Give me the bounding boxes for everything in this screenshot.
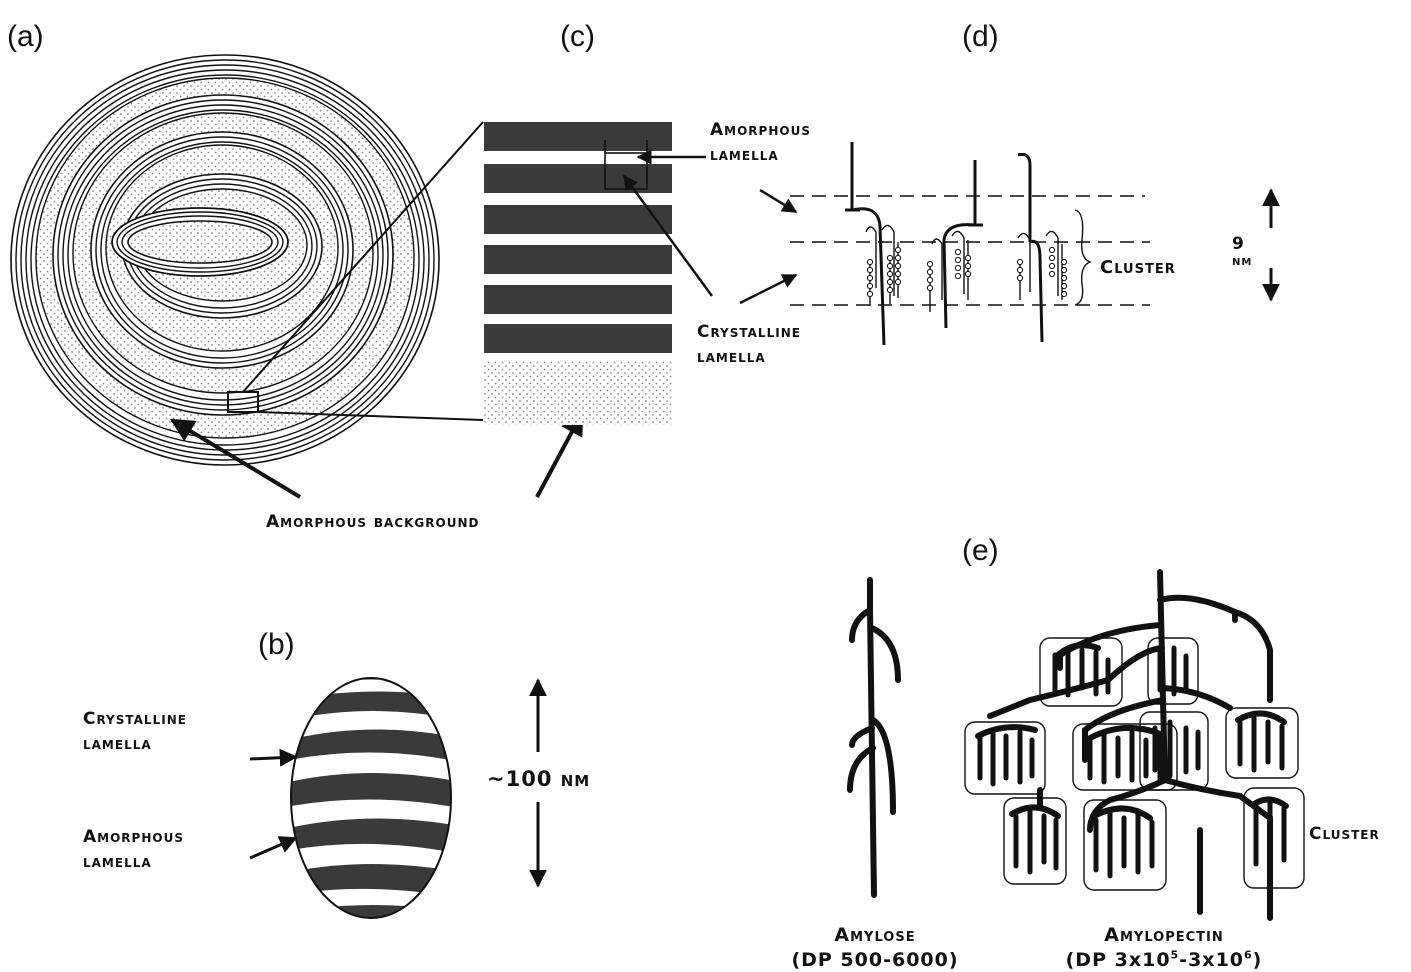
amylopectin-dp-prefix: (DP 3x10: [1065, 948, 1171, 971]
arrow-amorphous-lamella-d: [759, 188, 798, 214]
blocklet-grain: [290, 677, 452, 919]
amylose-chain: [847, 577, 901, 898]
amylose-label: Amylose (DP 500-6000): [772, 923, 978, 972]
amylopectin-dp-mid: -3x10: [1179, 948, 1245, 971]
repeat-distance-value: 9 nm: [1232, 234, 1253, 269]
crystalline-lamella-label-c: Crystalline lamella: [697, 320, 801, 369]
crystalline-lamella-label-c-line2: lamella: [697, 346, 766, 367]
amylopectin-label: Amylopectin (DP 3x105-3x106): [1040, 923, 1288, 972]
arrow-crystalline-lamella-d: [739, 273, 798, 305]
amorphous-lamella-label-b: Amorphous lamella: [83, 825, 184, 874]
amylopectin-dp-exp2: 6: [1244, 948, 1253, 962]
repeat-distance-number: 9: [1232, 234, 1245, 254]
repeat-distance-unit: nm: [1232, 252, 1253, 269]
amylose-name: Amylose: [834, 924, 916, 946]
amorphous-lamella-label-c-line2: lamella: [710, 144, 779, 165]
arrow-crystalline-lamella-c: [622, 174, 714, 297]
crystalline-lamella-label-b-line2: lamella: [83, 733, 152, 754]
amorphous-lamella-label-c: Amorphous lamella: [710, 118, 811, 167]
cluster-label-e: Cluster: [1309, 824, 1380, 844]
arrow-crystalline-lamella-b: [249, 748, 298, 767]
amorphous-background-label: Amorphous background: [266, 512, 480, 532]
amorphous-lamella-label-b-line1: Amorphous: [83, 827, 184, 847]
amylopectin-dp-suffix: ): [1252, 948, 1263, 971]
amylopectin-name: Amylopectin: [1104, 924, 1224, 946]
amylopectin-molecule: [964, 569, 1305, 921]
granule-cross-section: [10, 54, 484, 466]
panel-label-b: (b): [258, 628, 295, 661]
amylopectin-dp-exp1: 5: [1170, 948, 1180, 962]
amylose-dp: (DP 500-6000): [791, 948, 959, 971]
lamellae-stack: [484, 122, 672, 425]
panel-label-a: (a): [7, 20, 44, 53]
crystalline-lamella-label-b: Crystalline lamella: [83, 707, 187, 756]
amylopectin-dp: (DP 3x105-3x106): [1040, 948, 1288, 972]
panel-label-c: (c): [560, 20, 595, 53]
arrow-amorphous-background-right: [535, 410, 584, 498]
amorphous-lamella-label-b-line2: lamella: [83, 851, 152, 872]
crystalline-lamella-label-b-line1: Crystalline: [83, 709, 187, 729]
panel-label-e: (e): [962, 534, 999, 567]
crystalline-lamella-label-c-line1: Crystalline: [697, 322, 801, 342]
cluster-label-d: Cluster: [1100, 257, 1176, 278]
cluster-model: [790, 142, 1150, 346]
grain-size-label: ~100 nm: [487, 767, 591, 791]
arrow-amorphous-background-left: [169, 418, 302, 499]
amorphous-lamella-label-c-line1: Amorphous: [710, 120, 811, 140]
panel-label-d: (d): [962, 20, 999, 53]
arrow-amorphous-lamella-b: [249, 836, 298, 860]
